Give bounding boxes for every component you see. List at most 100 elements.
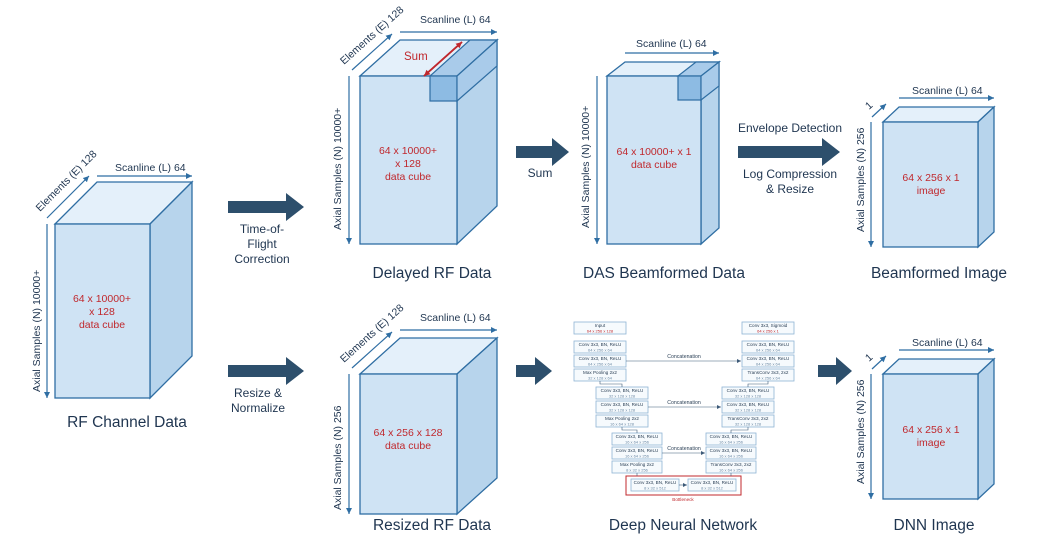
dnn-dec1a-box xyxy=(741,340,795,354)
dnn-enc3b-label: Conv 3x3, BN, ReLU xyxy=(616,448,659,453)
dnn-up2-size: 32 x 128 x 128 xyxy=(735,422,762,427)
dnn-dec3a-label: Conv 3x3, BN, ReLU xyxy=(710,434,753,439)
dnn-flow-up-2 xyxy=(730,427,749,433)
dnn-up3-size: 16 x 64 x 256 xyxy=(719,468,744,473)
slice-front xyxy=(677,75,702,101)
slab-side-face xyxy=(977,105,995,249)
dnn-enc2a-label: Conv 3x3, BN, ReLU xyxy=(601,388,644,393)
dnn-dec1b-size: 64 x 256 x 64 xyxy=(756,362,781,367)
cube-text-channels: x 128 xyxy=(89,306,115,318)
slab-side-face xyxy=(977,357,995,501)
dnn-pool1-label: Max Pooling 2x2 xyxy=(583,370,617,375)
scanline-label: Scanline (L) 64 xyxy=(912,85,983,97)
arrow-label-line1: Time-of- xyxy=(240,222,284,236)
dnn-up3-label: TransConv 3x3, 2x2 xyxy=(711,462,752,467)
dnn-concat-label-1: Concatenation xyxy=(667,354,701,360)
fat-arrow xyxy=(228,193,304,221)
arrow-resize-normalize: Resize & Normalize xyxy=(228,357,304,415)
dnn-concat-label-3: Concatenation xyxy=(667,446,701,452)
dnn-enc2b-size: 32 x 128 x 128 xyxy=(609,408,636,413)
dnn-input-size: 64 x 256 x 128 xyxy=(587,329,614,334)
dnn-dec2b-size: 32 x 128 x 128 xyxy=(735,408,762,413)
dnn-dec2b-label: Conv 3x3, BN, ReLU xyxy=(727,402,770,407)
dnn-dec2a-size: 32 x 128 x 128 xyxy=(735,394,762,399)
arrow-label-top: Envelope Detection xyxy=(738,121,842,135)
dnn-pool2-size: 16 x 64 x 128 xyxy=(610,422,635,427)
arrow-label-line1: Log Compression xyxy=(743,167,837,181)
dnn-output-box xyxy=(741,321,795,335)
dnn-dec2a-label: Conv 3x3, BN, ReLU xyxy=(727,388,770,393)
dnn-bn1-size: 8 x 32 x 512 xyxy=(644,486,667,491)
dnn-concat-label-2: Concatenation xyxy=(667,400,701,406)
axial-label: Axial Samples (N) 256 xyxy=(855,379,867,484)
dnn-up1-label: TransConv 3x3, 2x2 xyxy=(748,370,789,375)
scanline-label: Scanline (L) 64 xyxy=(115,162,186,174)
beamformed-image-slab: Scanline (L) 64 1 Axial Samples (N) 256 … xyxy=(855,85,1007,282)
caption-deep-neural-network: Deep Neural Network xyxy=(609,517,757,534)
axial-label: Axial Samples (N) 10000+ xyxy=(580,106,592,228)
slice-side xyxy=(700,60,720,102)
das-beamformed-cube: Scanline (L) 64 Axial Samples (N) 10000+… xyxy=(580,38,745,282)
depth-label: 1 xyxy=(863,99,875,112)
caption-das-beamformed-data: DAS Beamformed Data xyxy=(583,265,745,282)
elements-dimension-arrow xyxy=(351,33,393,71)
depth-label: 1 xyxy=(863,351,875,364)
arrow-label-line1: Resize & xyxy=(234,386,282,400)
slice-front xyxy=(429,75,458,102)
dnn-enc1b-label: Conv 3x3, BN, ReLU xyxy=(579,356,622,361)
arrow-label: Sum xyxy=(528,166,553,180)
dnn-pool3-label: Max Pooling 2x2 xyxy=(620,462,654,467)
dnn-architecture: Input 64 x 256 x 128 Conv 3x3, BN, ReLU … xyxy=(573,321,795,534)
scanline-label: Scanline (L) 64 xyxy=(420,14,491,26)
slab-top-face xyxy=(881,358,996,375)
scanline-label: Scanline (L) 64 xyxy=(912,337,983,349)
caption-rf-channel-data: RF Channel Data xyxy=(67,414,187,431)
scanline-label: Scanline (L) 64 xyxy=(420,312,491,324)
dnn-enc3a-size: 16 x 64 x 256 xyxy=(625,440,650,445)
dnn-input-box xyxy=(573,321,627,335)
dnn-output-title: Conv 3x3, Sigmoid xyxy=(749,323,788,328)
dnn-bn2-label: Conv 3x3, BN, ReLU xyxy=(691,480,734,485)
dnn-bn2-box xyxy=(687,478,737,492)
dnn-enc1b-size: 64 x 256 x 64 xyxy=(588,362,613,367)
dnn-dec1a-label: Conv 3x3, BN, ReLU xyxy=(747,342,790,347)
cube-text-dims: 64 x 256 x 128 xyxy=(374,427,443,439)
elements-dimension-arrow xyxy=(46,175,90,219)
cube-front-face xyxy=(359,75,458,245)
dnn-flow-down-1 xyxy=(599,381,623,387)
cube-text-dims: 64 x 10000+ xyxy=(73,293,131,305)
axial-label: Axial Samples (N) 256 xyxy=(332,405,344,510)
axial-label: Axial Samples (N) 10000+ xyxy=(31,270,43,392)
slab-text-type: image xyxy=(917,185,946,197)
dnn-enc2b-label: Conv 3x3, BN, ReLU xyxy=(601,402,644,407)
dnn-pool1-size: 32 x 128 x 64 xyxy=(588,376,613,381)
arrow-envelope-log: Envelope Detection Log Compression & Res… xyxy=(738,121,842,196)
dnn-up2-label: TransConv 3x3, 2x2 xyxy=(728,416,769,421)
dnn-enc3b-size: 16 x 64 x 256 xyxy=(625,454,650,459)
depth-dimension-arrow xyxy=(871,355,887,370)
dnn-bottleneck-frame xyxy=(625,475,742,496)
cube-text-channels: x 128 xyxy=(395,158,421,170)
caption-resized-rf-data: Resized RF Data xyxy=(373,517,491,534)
axial-label: Axial Samples (N) 256 xyxy=(855,127,867,232)
fat-arrow xyxy=(516,357,552,385)
dnn-dec3a-size: 16 x 64 x 256 xyxy=(719,440,744,445)
dnn-enc2a-size: 32 x 128 x 128 xyxy=(609,394,636,399)
caption-beamformed-image: Beamformed Image xyxy=(871,265,1007,282)
arrow-to-dnn xyxy=(516,357,552,385)
dnn-enc1a-size: 64 x 256 x 64 xyxy=(588,348,613,353)
dnn-image-slab: Scanline (L) 64 1 Axial Samples (N) 256 … xyxy=(855,337,996,534)
slice-side xyxy=(456,38,498,103)
cube-text-type: data cube xyxy=(79,319,125,331)
slab-top-face xyxy=(881,106,996,123)
cube-text-type: data cube xyxy=(385,440,431,452)
slab-front-face xyxy=(882,121,979,248)
cube-text-type: data cube xyxy=(631,159,677,171)
dnn-pool2-label: Max Pooling 2x2 xyxy=(605,416,639,421)
slab-text-dims: 64 x 256 x 1 xyxy=(902,424,959,436)
depth-dimension-arrow xyxy=(871,103,887,118)
arrow-tof-correction: Time-of- Flight Correction xyxy=(228,193,304,266)
dnn-dec1b-label: Conv 3x3, BN, ReLU xyxy=(747,356,790,361)
scanline-label: Scanline (L) 64 xyxy=(636,38,707,50)
caption-delayed-rf-data: Delayed RF Data xyxy=(373,265,492,282)
